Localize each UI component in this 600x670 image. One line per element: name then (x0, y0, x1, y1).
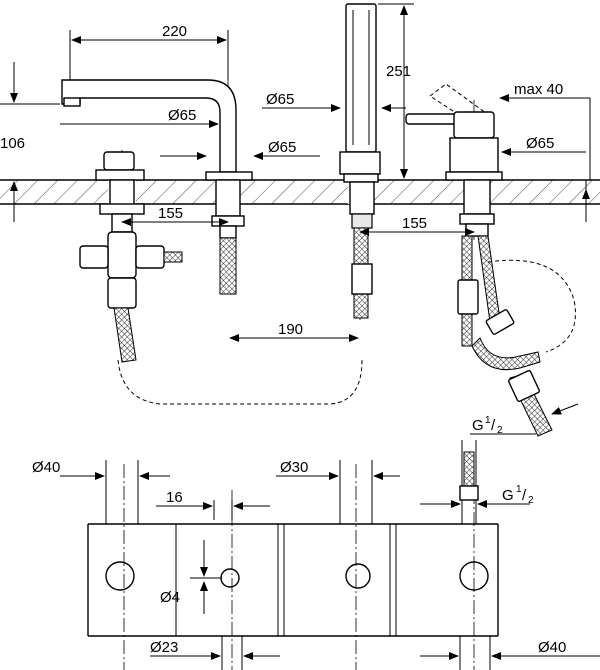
label-hole-right: Ø40 (538, 639, 566, 656)
left-valve (79, 150, 363, 405)
lever-mixer (405, 83, 576, 437)
svg-text:/: / (522, 487, 527, 504)
label-hole-left: Ø40 (32, 459, 60, 476)
label-thread-lower: G 1 / 2 (502, 484, 534, 506)
deck-plan (60, 440, 600, 670)
label-thread-upper: G 1 / 2 (472, 415, 503, 436)
handshower (339, 3, 381, 320)
label-handshower-height: 251 (386, 63, 411, 80)
label-spacing-right: 155 (402, 215, 427, 232)
svg-text:G: G (472, 417, 484, 434)
label-handshower-diameter: Ø65 (266, 91, 294, 108)
label-lever-clearance: max 40 (514, 81, 563, 98)
label-spout-diameter: Ø65 (168, 107, 196, 124)
svg-text:G: G (502, 487, 514, 504)
countertop-section (0, 179, 600, 205)
label-spacing-left: 155 (158, 205, 183, 222)
label-pin-hole: Ø4 (160, 589, 180, 606)
svg-text:1: 1 (485, 415, 491, 426)
label-lever-diameter: Ø65 (526, 135, 554, 152)
label-spout-reach: 220 (162, 23, 187, 40)
svg-text:2: 2 (497, 425, 503, 436)
label-valve-diameter: Ø65 (268, 139, 296, 156)
label-spout-height: 106 (0, 135, 25, 152)
svg-text:/: / (491, 417, 496, 434)
label-small-hole: Ø23 (150, 639, 178, 656)
label-spacing-center: 190 (278, 321, 303, 338)
label-hole-mid: Ø30 (280, 459, 308, 476)
svg-text:2: 2 (528, 495, 534, 506)
label-offset: 16 (166, 489, 183, 506)
dimension-lines (0, 3, 591, 435)
svg-text:1: 1 (516, 484, 522, 495)
